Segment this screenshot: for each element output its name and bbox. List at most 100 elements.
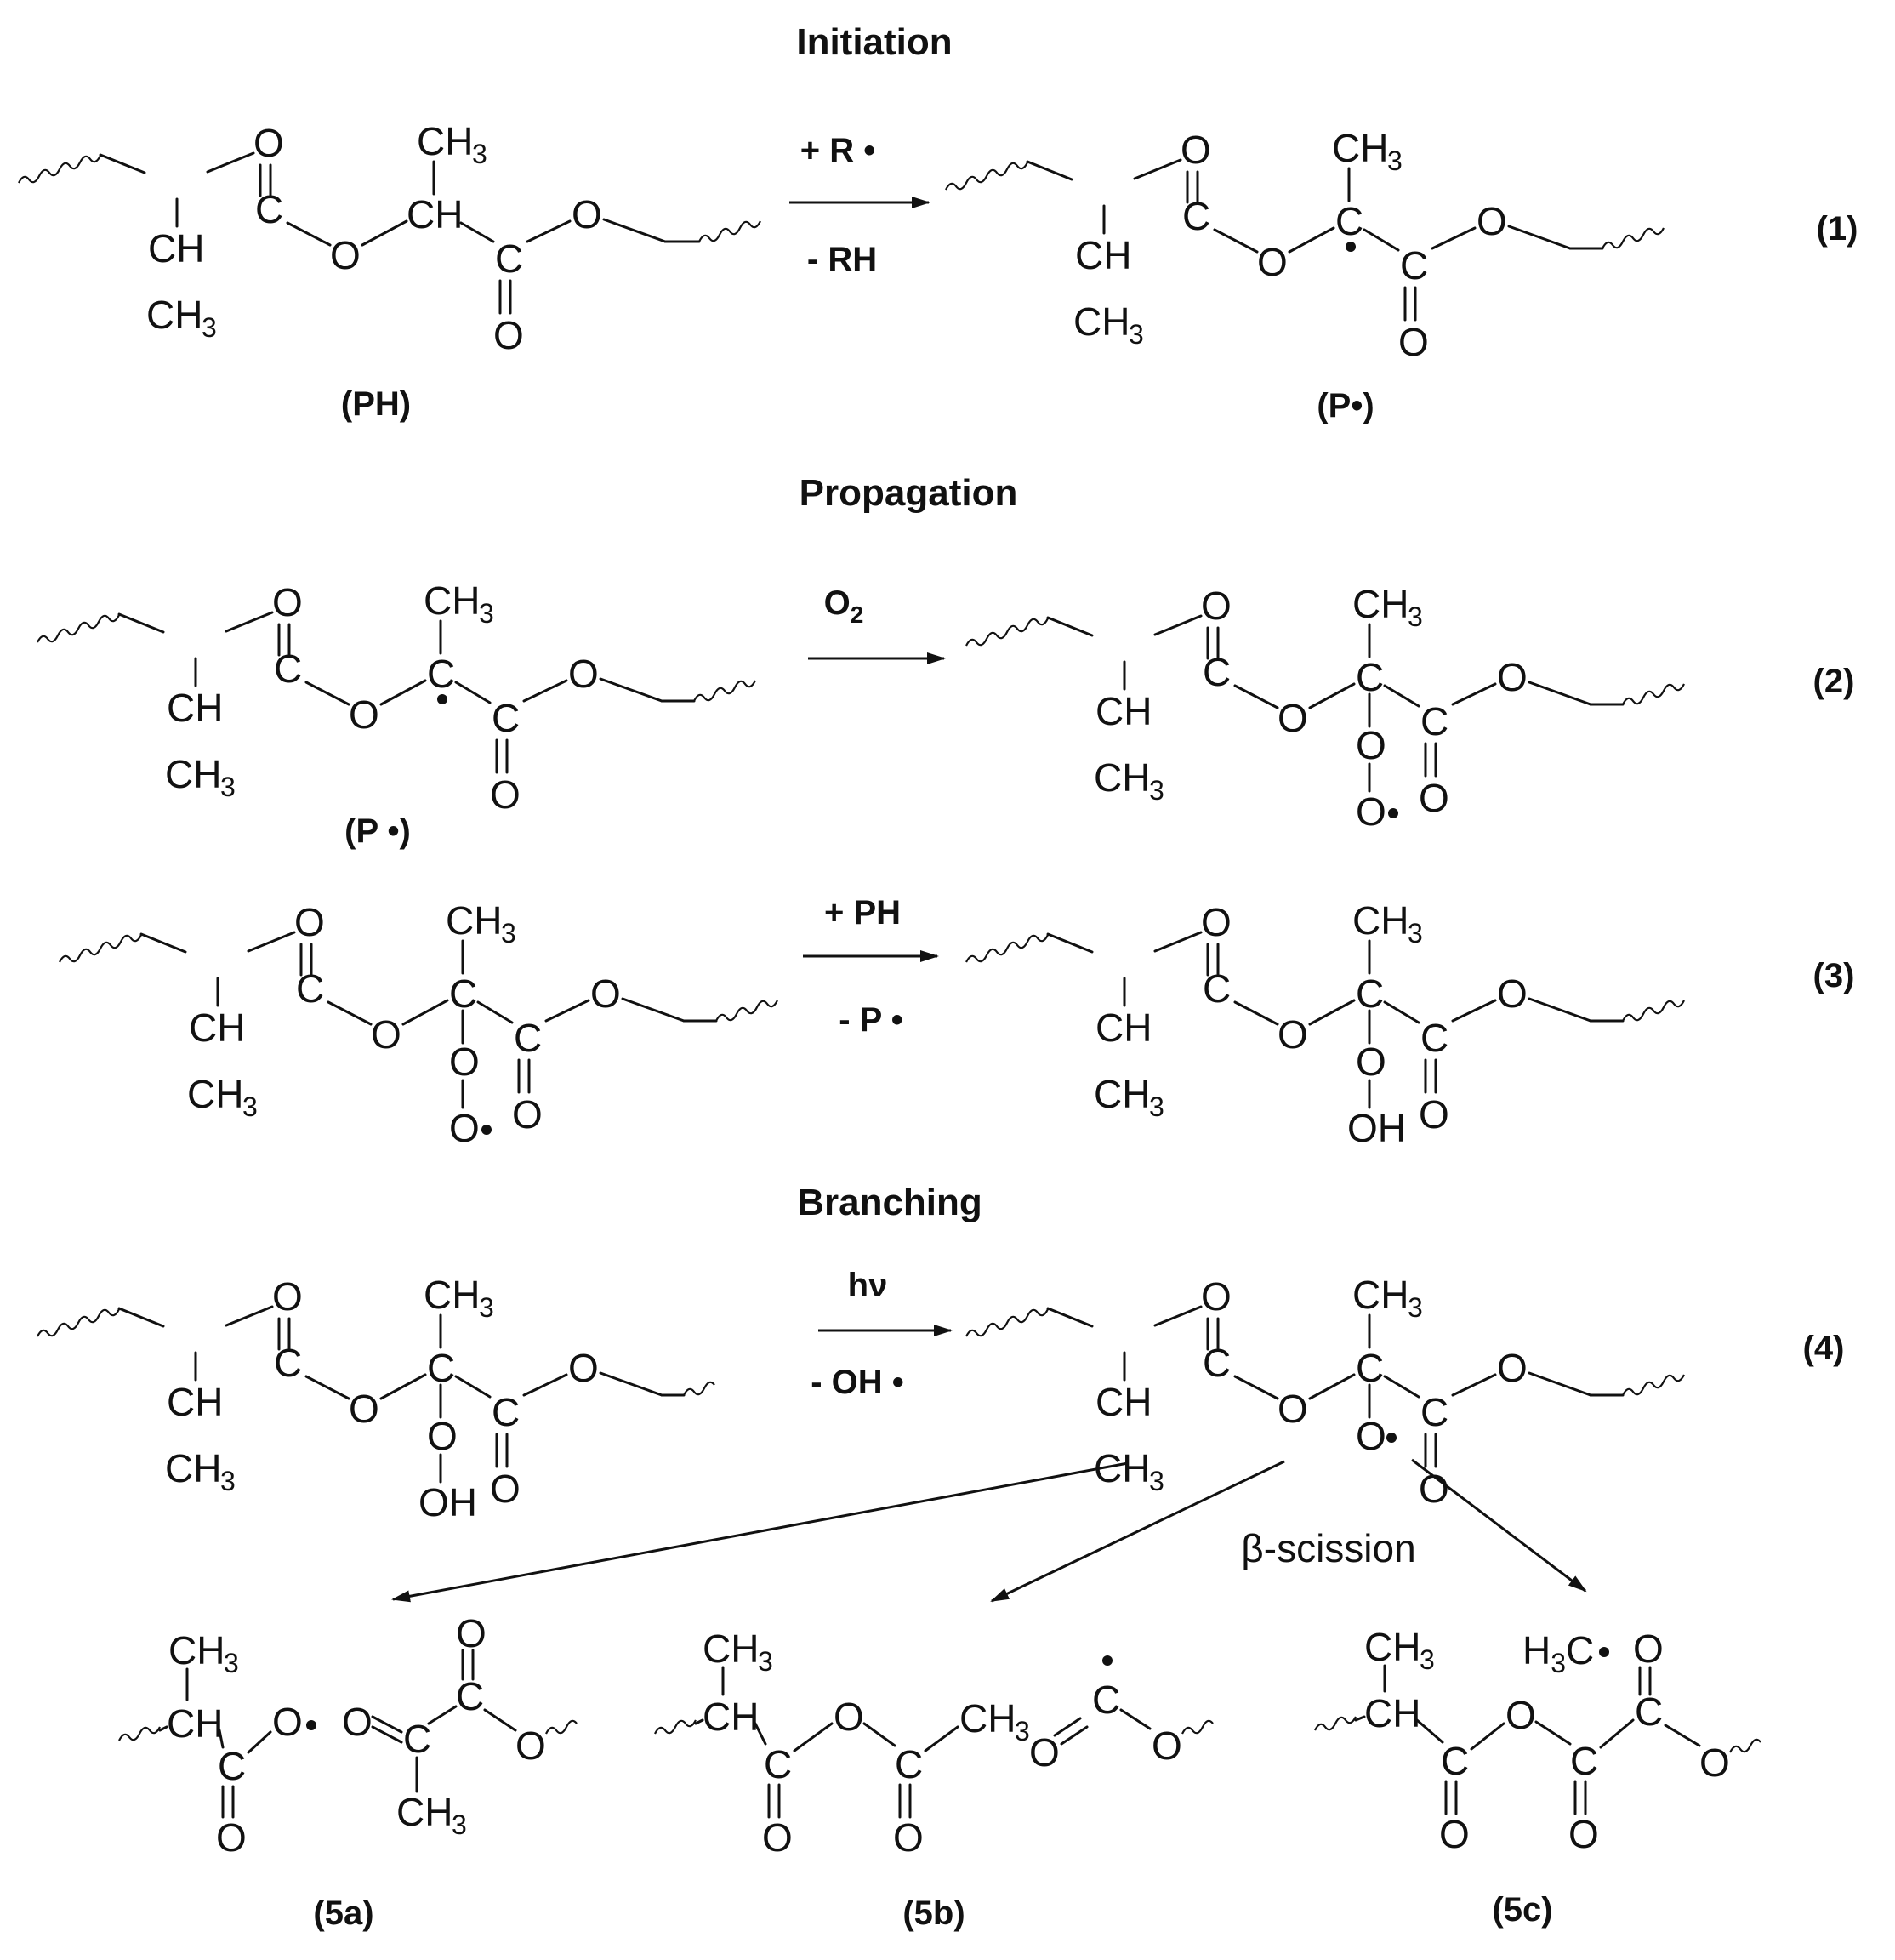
molecule-hydroperoxide: CH CH 3 C O O C CH 3 O OH C O O xyxy=(965,898,1685,1150)
reagent-o2-subscript: 2 xyxy=(851,601,864,628)
atom-ch: CH xyxy=(167,1380,223,1424)
atom-o-carbonyl-2: O xyxy=(490,1467,521,1511)
atom-o-peroxy-1: O xyxy=(1356,723,1386,767)
atom-o-peroxy-2: O xyxy=(449,1106,480,1150)
reagent-o2-o: O xyxy=(824,584,851,622)
molecule-p-radical: CH CH 3 C O O C CH 3 C O O xyxy=(944,126,1665,364)
radical-dot xyxy=(1388,808,1398,818)
atom-c-radical: C xyxy=(1335,199,1363,243)
molecule-ph: CH CH 3 C O O CH CH 3 C O O xyxy=(17,119,761,357)
atom-ch3: CH xyxy=(1364,1625,1420,1669)
atom-ch3-top: CH xyxy=(424,1273,480,1317)
subscript-3: 3 xyxy=(758,1646,773,1677)
atom-o-ester: O xyxy=(330,233,361,277)
atom-o-carbonyl-2: O xyxy=(1419,776,1449,820)
atom-o-carbonyl: O xyxy=(272,580,303,624)
atom-c2: C xyxy=(492,696,520,740)
atom-o-carbonyl-2: O xyxy=(493,313,524,357)
atom-c2: C xyxy=(1420,699,1448,744)
molecule-5b: CH CH 3 C O O C O CH 3 C O O xyxy=(654,1627,1214,1860)
atom-c: C xyxy=(1441,1739,1469,1783)
atom-ch3-top: CH xyxy=(417,119,473,163)
atom-ch: CH xyxy=(703,1695,759,1739)
atom-ch3: CH xyxy=(146,293,202,337)
atom-ch3: CH xyxy=(187,1072,243,1116)
molecule-peroxy-radical-2: CH CH 3 C O O C CH 3 O O C O O xyxy=(58,898,778,1150)
atom-o-ester: O xyxy=(349,1387,379,1431)
atom-o-carbonyl: O xyxy=(216,1815,247,1860)
atom-o-formyl-ester: O xyxy=(1152,1724,1182,1768)
atom-c-ester: C xyxy=(456,1674,484,1718)
atom-o-carbonyl-2: O xyxy=(1419,1467,1449,1511)
molecule-alkoxy-radical: CH CH 3 C O O C CH 3 O C O O xyxy=(965,1273,1685,1511)
atom-c-quaternary: C xyxy=(1356,655,1384,699)
subscript-3: 3 xyxy=(452,1809,467,1840)
molecule-peroxy-radical: CH CH 3 C O O C CH 3 O O C O O xyxy=(965,582,1685,834)
atom-o-ester: O xyxy=(1505,1693,1536,1737)
atom-o-ester: O xyxy=(371,1012,401,1057)
reagent-plus-ph: + PH xyxy=(824,894,901,932)
subscript-3: 3 xyxy=(1408,1292,1423,1323)
radical-dot xyxy=(1599,1647,1609,1657)
atom-o-carbonyl-2: O xyxy=(512,1092,543,1137)
atom-c-quaternary: C xyxy=(1356,971,1384,1016)
atom-o-ester-2: O xyxy=(1497,655,1528,699)
subscript-3: 3 xyxy=(224,1648,239,1678)
reagent-hv: hν xyxy=(848,1267,888,1304)
subscript-3: 3 xyxy=(472,139,487,169)
radical-dot xyxy=(306,1720,316,1730)
atom-ch: CH xyxy=(1364,1691,1420,1735)
atom-c: C xyxy=(764,1742,792,1786)
reagent-o2: O2 xyxy=(824,584,864,628)
atom-o-ester-2: O xyxy=(568,652,599,696)
atom-o-carbonyl-3: O xyxy=(1633,1627,1664,1671)
atom-o-keto: O xyxy=(342,1700,373,1744)
atom-c-formyl: C xyxy=(1092,1678,1120,1722)
molecule-p-radical-2: CH CH 3 C O O C CH 3 C O O xyxy=(36,578,756,817)
atom-o-carbonyl: O xyxy=(1439,1812,1470,1856)
molecule-5c: CH CH 3 C O O C O C O O H3C xyxy=(1314,1625,1761,1856)
radical-dot xyxy=(1386,1433,1397,1443)
atom-o-peroxy-2: O xyxy=(1356,789,1386,834)
reagent-minus-rh: - RH xyxy=(807,241,877,278)
atom-ch3-top: CH xyxy=(446,898,502,943)
atom-o-formyl: O xyxy=(1029,1730,1060,1775)
atom-o-carbonyl: O xyxy=(1181,128,1211,172)
atom-c2: C xyxy=(1420,1390,1448,1434)
atom-o-carbonyl-2: O xyxy=(1419,1092,1449,1137)
reagent-minus-oh: - OH • xyxy=(811,1364,904,1401)
subscript-3: 3 xyxy=(1387,145,1403,176)
section-title-propagation: Propagation xyxy=(800,472,1018,514)
methyl-h: H xyxy=(1522,1628,1551,1672)
atom-o-peroxy-1: O xyxy=(1356,1040,1386,1084)
atom-oh: OH xyxy=(1347,1106,1406,1150)
atom-c: C xyxy=(218,1744,246,1788)
atom-ch: CH xyxy=(1095,689,1152,733)
section-title-branching: Branching xyxy=(797,1182,982,1223)
atom-o-ester-2: O xyxy=(568,1346,599,1390)
label-5c: (5c) xyxy=(1492,1891,1552,1929)
subscript-3: 3 xyxy=(1149,1091,1164,1122)
atom-ch: CH xyxy=(167,686,223,730)
label-p-radical-2: (P •) xyxy=(344,812,411,850)
beta-scission-label: β-scission xyxy=(1241,1526,1415,1570)
reagent-minus-p: - P • xyxy=(839,1001,903,1039)
atom-oh: OH xyxy=(418,1480,477,1524)
atom-c-keto: C xyxy=(403,1717,431,1761)
methyl-subscript: 3 xyxy=(1551,1648,1566,1678)
atom-ch: CH xyxy=(1095,1380,1152,1424)
subscript-3: 3 xyxy=(242,1091,258,1122)
atom-o-ester-2: O xyxy=(1477,199,1507,243)
atom-o-carbonyl-2: O xyxy=(1398,320,1429,364)
atom-c2: C xyxy=(1420,1016,1448,1060)
atom-ch3: CH xyxy=(703,1627,759,1671)
atom-o-ester: O xyxy=(1278,1387,1308,1431)
equation-number-4: (4) xyxy=(1803,1330,1845,1367)
molecule-5a: CH CH 3 C O O O C CH 3 C O O xyxy=(118,1611,578,1860)
subscript-3: 3 xyxy=(501,918,516,949)
atom-ch3: CH xyxy=(165,752,221,796)
atom-c-quaternary: C xyxy=(449,971,477,1016)
scission-arrow-5b xyxy=(990,1460,1285,1603)
